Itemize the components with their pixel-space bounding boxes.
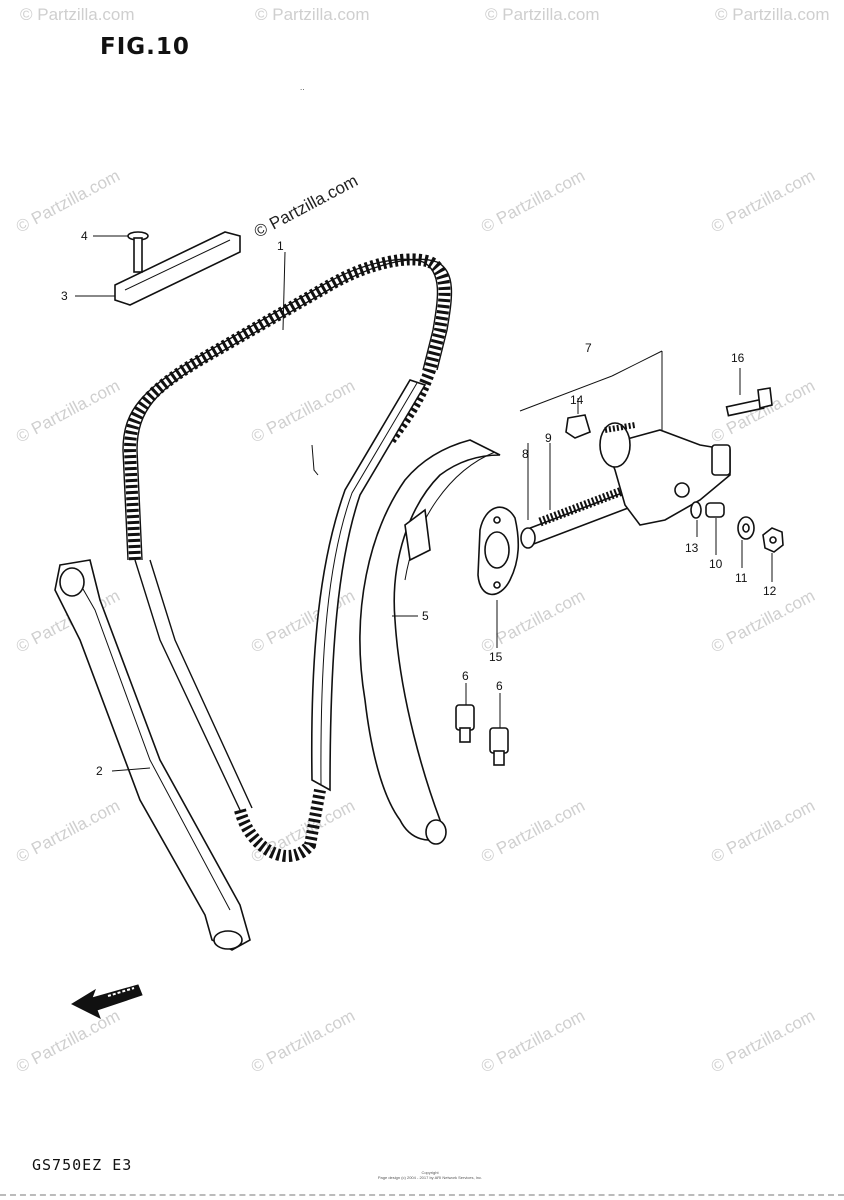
part-16-bolt — [725, 387, 773, 417]
callout-labels: 1 2 3 4 5 6 6 7 8 9 10 11 12 13 14 15 16 — [61, 229, 777, 778]
watermark-text: © Partzilla.com — [478, 796, 588, 867]
footer-copyright: Copyright — [421, 1170, 439, 1175]
watermark-text: © Partzilla.com — [20, 5, 135, 24]
figure-title: FIG.10 — [100, 34, 190, 60]
part-2-chain-guide — [54, 559, 251, 951]
front-arrow-icon — [70, 984, 143, 1020]
footer-credit: Page design (c) 2004 - 2017 by ARI Netwo… — [377, 1175, 483, 1180]
part-3-chain-guide-top — [114, 231, 241, 306]
leader-lines — [75, 235, 773, 772]
callout-14: 14 — [570, 393, 584, 407]
part-4-bolt — [127, 231, 149, 273]
callout-15: 15 — [489, 650, 503, 664]
part-14-nut — [565, 414, 591, 439]
part-7-tensioner-body — [599, 422, 731, 526]
stray-mark: .. — [300, 83, 304, 92]
callout-16: 16 — [731, 351, 745, 365]
callout-3: 3 — [61, 289, 68, 303]
watermark-text: © Partzilla.com — [708, 796, 818, 867]
watermark-text: © Partzilla.com — [485, 5, 600, 24]
watermark-text: © Partzilla.com — [478, 586, 588, 657]
watermark-text: © Partzilla.com — [478, 1006, 588, 1077]
part-13-o-ring — [690, 501, 702, 519]
watermark-text: © Partzilla.com — [708, 166, 818, 237]
callout-6a: 6 — [462, 669, 469, 683]
callout-12: 12 — [763, 584, 777, 598]
page-bottom-border — [0, 1194, 844, 1196]
part-11-washer — [737, 516, 755, 540]
callout-8: 8 — [522, 447, 529, 461]
part-6-bolt-a — [455, 704, 475, 743]
callout-7: 7 — [585, 341, 592, 355]
page-footer: Copyright Page design (c) 2004 - 2017 by… — [300, 1170, 560, 1180]
watermark-text: © Partzilla.com — [248, 1006, 358, 1077]
model-code: GS750EZ E3 — [32, 1156, 133, 1174]
part-12-nut — [762, 527, 784, 553]
watermark-text: © Partzilla.com — [13, 796, 123, 867]
watermark-text: © Partzilla.com — [255, 5, 370, 24]
part-6-bolt-b — [489, 727, 509, 766]
part-10-screw — [705, 502, 725, 518]
watermark-text: © Partzilla.com — [13, 166, 123, 237]
watermark-text: © Partzilla.com — [13, 376, 123, 447]
callout-2: 2 — [96, 764, 103, 778]
watermark-text: © Partzilla.com — [708, 1006, 818, 1077]
callout-1: 1 — [277, 239, 284, 253]
watermark-text: © Partzilla.com — [13, 1006, 123, 1077]
callout-6b: 6 — [496, 679, 503, 693]
watermark-text: © Partzilla.com — [708, 376, 818, 447]
chain-guide-center — [310, 379, 427, 792]
part-5-tensioner-guide — [359, 439, 501, 845]
part-15-gasket — [477, 506, 520, 596]
callout-9: 9 — [545, 431, 552, 445]
part-8-push-rod — [520, 483, 638, 549]
callout-4: 4 — [81, 229, 88, 243]
watermark-text: © Partzilla.com — [478, 166, 588, 237]
watermark-text: © Partzilla.com — [248, 586, 358, 657]
watermark-main-text: © Partzilla.com — [251, 171, 361, 242]
callout-11: 11 — [735, 571, 748, 585]
callout-10: 10 — [709, 557, 723, 571]
watermark-text: © Partzilla.com — [248, 376, 358, 447]
watermark-text: © Partzilla.com — [715, 5, 830, 24]
callout-5: 5 — [422, 609, 429, 623]
callout-13: 13 — [685, 541, 699, 555]
